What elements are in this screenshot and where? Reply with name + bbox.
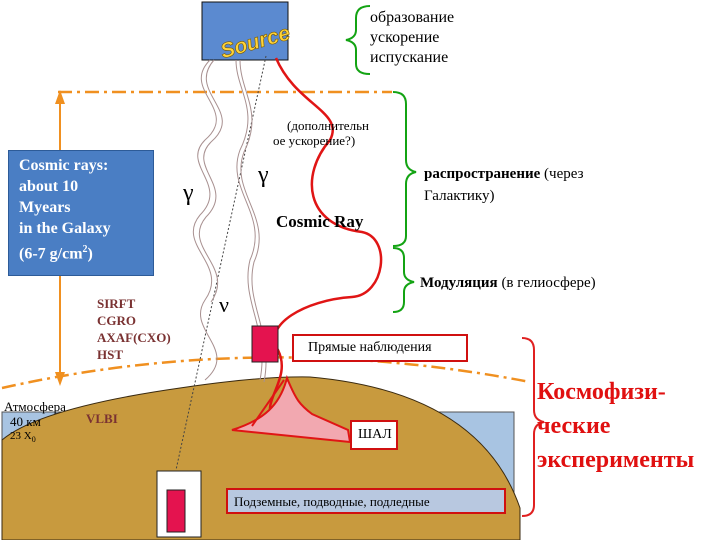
- gamma-track-left-2: [198, 59, 223, 303]
- atmosphere-label: Атмосфера: [4, 399, 66, 414]
- gamma-track-right: [235, 59, 263, 381]
- underground-label-box: Подземные, подводные, подледные: [226, 488, 506, 514]
- source-box: [201, 1, 289, 61]
- gamma-track-left: [192, 59, 218, 381]
- gamma-track-right-2: [239, 59, 267, 383]
- air-shower: [231, 374, 352, 444]
- observatories-list: SIRFT CGRO AXAF(CXO) HST: [97, 296, 171, 362]
- cosmophysics-label: Космофизи- ческие эксперименты: [537, 379, 695, 473]
- process-formation: образование: [370, 9, 455, 26]
- eas-box: ШАЛ: [350, 420, 398, 450]
- process-acceleration: ускорение: [370, 29, 440, 46]
- earth-surface: [1, 376, 521, 540]
- neutrino-symbol: ν: [219, 292, 229, 317]
- bracket-modulation: [392, 247, 415, 313]
- shower-axis: [251, 379, 285, 427]
- bracket-source: [345, 5, 371, 75]
- line-of-sight: [175, 55, 267, 471]
- bracket-propagation: [392, 91, 417, 247]
- direct-detector: [251, 325, 279, 363]
- gamma-symbol-right: γ: [258, 162, 269, 188]
- propagation-label: распространение (через Галактику): [424, 166, 584, 204]
- modulation-label: Модуляция (в гелиосфере): [420, 275, 596, 291]
- underground-detector: [166, 489, 186, 533]
- process-emission: испускание: [370, 49, 449, 66]
- bracket-experiments: [521, 337, 545, 517]
- cosmic-ray-label: Cosmic Ray: [276, 212, 364, 231]
- gamma-symbol-left: γ: [183, 180, 194, 206]
- atmosphere-height: 40 км: [10, 414, 41, 429]
- extra-acceleration-note: (дополнительн ое ускорение?): [273, 118, 369, 148]
- source-processes: образование ускорение испускание: [370, 8, 454, 68]
- cosmic-rays-box: Cosmic rays: about 10 Myears in the Gala…: [8, 150, 154, 276]
- atmosphere-depth: 23 Х0: [10, 430, 36, 445]
- direct-observations-box: Прямые наблюдения: [292, 334, 468, 362]
- vlbi-label: VLBI: [86, 411, 118, 426]
